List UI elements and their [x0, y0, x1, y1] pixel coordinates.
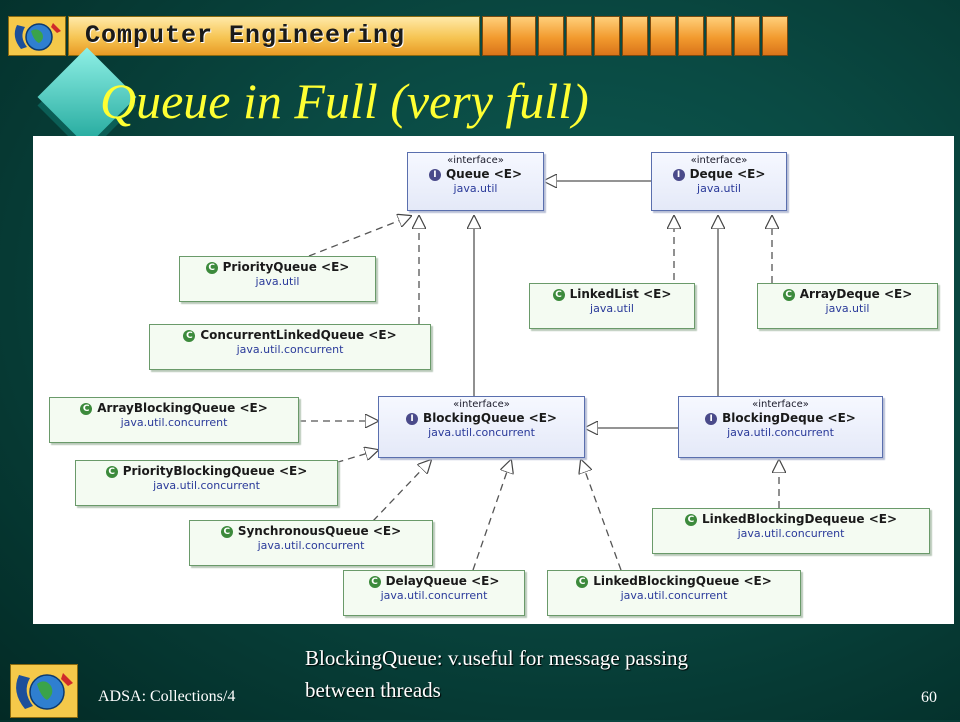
stereotype-label: «interface» — [453, 399, 510, 410]
class-name: ArrayBlockingQueue <E> — [97, 401, 268, 415]
class-box-linked-blocking-dequeue: C LinkedBlockingDequeue <E> java.util.con… — [652, 508, 930, 554]
class-name: ConcurrentLinkedQueue <E> — [200, 328, 397, 342]
class-icon: C — [220, 526, 233, 538]
package-name: java.util.concurrent — [620, 589, 728, 602]
interface-icon: I — [705, 413, 718, 425]
linkedblockingqueue-implements-edge — [581, 460, 622, 571]
package-name: java.util.concurrent — [257, 539, 365, 552]
package-name: java.util.concurrent — [727, 426, 834, 439]
package-name: java.util — [255, 275, 300, 288]
priorityqueue-implements-queue-edge — [308, 216, 411, 257]
package-name: java.util.concurrent — [428, 426, 535, 439]
package-name: java.util — [453, 182, 498, 195]
delayqueue-implements-edge — [472, 460, 511, 571]
class-box-blocking-queue: «interface» I BlockingQueue <E> java.util… — [378, 396, 585, 458]
class-box-delay-queue: C DelayQueue <E> java.util.concurrent — [343, 570, 525, 616]
synchronousqueue-implements-edge — [372, 460, 431, 522]
package-name: java.util.concurrent — [236, 343, 344, 356]
class-name: LinkedBlockingQueue <E> — [593, 574, 772, 588]
stereotype-label: «interface» — [752, 399, 809, 410]
page-number: 60 — [921, 689, 937, 706]
banner-logo-icon — [8, 16, 66, 56]
caption-line-2: between threads — [305, 678, 441, 702]
class-icon: C — [782, 289, 795, 301]
package-name: java.util — [697, 182, 741, 195]
class-box-blocking-deque: «interface» I BlockingDeque <E> java.util… — [678, 396, 883, 458]
class-name: PriorityBlockingQueue <E> — [122, 464, 308, 478]
class-icon: C — [205, 262, 218, 274]
interface-icon: I — [672, 169, 685, 181]
package-name: java.util — [825, 302, 870, 315]
class-box-priority-queue: C PriorityQueue <E> java.util — [179, 256, 376, 302]
caption-text: BlockingQueue: v.useful for message pass… — [305, 642, 825, 706]
class-name: PriorityQueue <E> — [222, 260, 350, 274]
class-name: LinkedBlockingDequeue <E> — [701, 512, 898, 526]
class-name: BlockingQueue <E> — [423, 411, 557, 425]
interface-icon: I — [428, 169, 441, 181]
package-name: java.util.concurrent — [120, 416, 228, 429]
banner-title-box: Computer Engineering — [68, 16, 480, 56]
class-icon: C — [80, 403, 93, 415]
package-name: java.util.concurrent — [153, 479, 260, 492]
footer-course-label: ADSA: Collections/4 — [98, 688, 236, 705]
class-name: BlockingDeque <E> — [722, 411, 856, 425]
class-box-array-deque: C ArrayDeque <E> java.util — [757, 283, 938, 329]
class-name: Queue <E> — [445, 167, 523, 181]
class-name: DelayQueue <E> — [385, 574, 500, 588]
footer-logo-icon — [10, 664, 78, 718]
class-box-queue: «interface» I Queue <E> java.util — [407, 152, 544, 211]
class-icon: C — [684, 514, 697, 526]
top-banner: Computer Engineering — [8, 16, 788, 56]
package-name: java.util — [590, 302, 634, 315]
diagram-connectors — [299, 136, 954, 571]
class-name: SynchronousQueue <E> — [237, 524, 402, 538]
priorityblockingqueue-implements-edge — [324, 450, 378, 467]
class-box-priority-blocking-queue: C PriorityBlockingQueue <E> java.util.con… — [75, 460, 338, 506]
class-box-linked-blocking-queue: C LinkedBlockingQueue <E> java.util.concu… — [547, 570, 801, 616]
class-icon: C — [183, 330, 196, 342]
class-name: ArrayDeque <E> — [799, 287, 913, 301]
class-box-deque: «interface» I Deque <E> java.util — [651, 152, 787, 211]
stereotype-label: «interface» — [690, 155, 748, 166]
class-icon: C — [105, 466, 118, 478]
class-icon: C — [368, 576, 381, 588]
caption-line-1: BlockingQueue: v.useful for message pass… — [305, 646, 688, 670]
package-name: java.util.concurrent — [380, 589, 488, 602]
class-box-concurrent-linked-queue: C ConcurrentLinkedQueue <E> java.util.con… — [149, 324, 431, 370]
package-name: java.util.concurrent — [737, 527, 845, 540]
class-box-linked-list: C LinkedList <E> java.util — [529, 283, 695, 329]
class-box-array-blocking-queue: C ArrayBlockingQueue <E> java.util.concur… — [49, 397, 299, 443]
class-name: LinkedList <E> — [569, 287, 672, 301]
class-name: Deque <E> — [689, 167, 766, 181]
banner-title: Computer Engineering — [85, 21, 406, 50]
class-icon: C — [552, 289, 565, 301]
slide-title: Queue in Full (very full) — [100, 73, 589, 129]
class-box-synchronous-queue: C SynchronousQueue <E> java.util.concurre… — [189, 520, 433, 566]
interface-icon: I — [406, 413, 419, 425]
uml-diagram: «interface» I Queue <E> java.util «interf… — [33, 136, 954, 624]
class-icon: C — [576, 576, 589, 588]
banner-decoration — [482, 16, 790, 56]
stereotype-label: «interface» — [447, 155, 504, 166]
